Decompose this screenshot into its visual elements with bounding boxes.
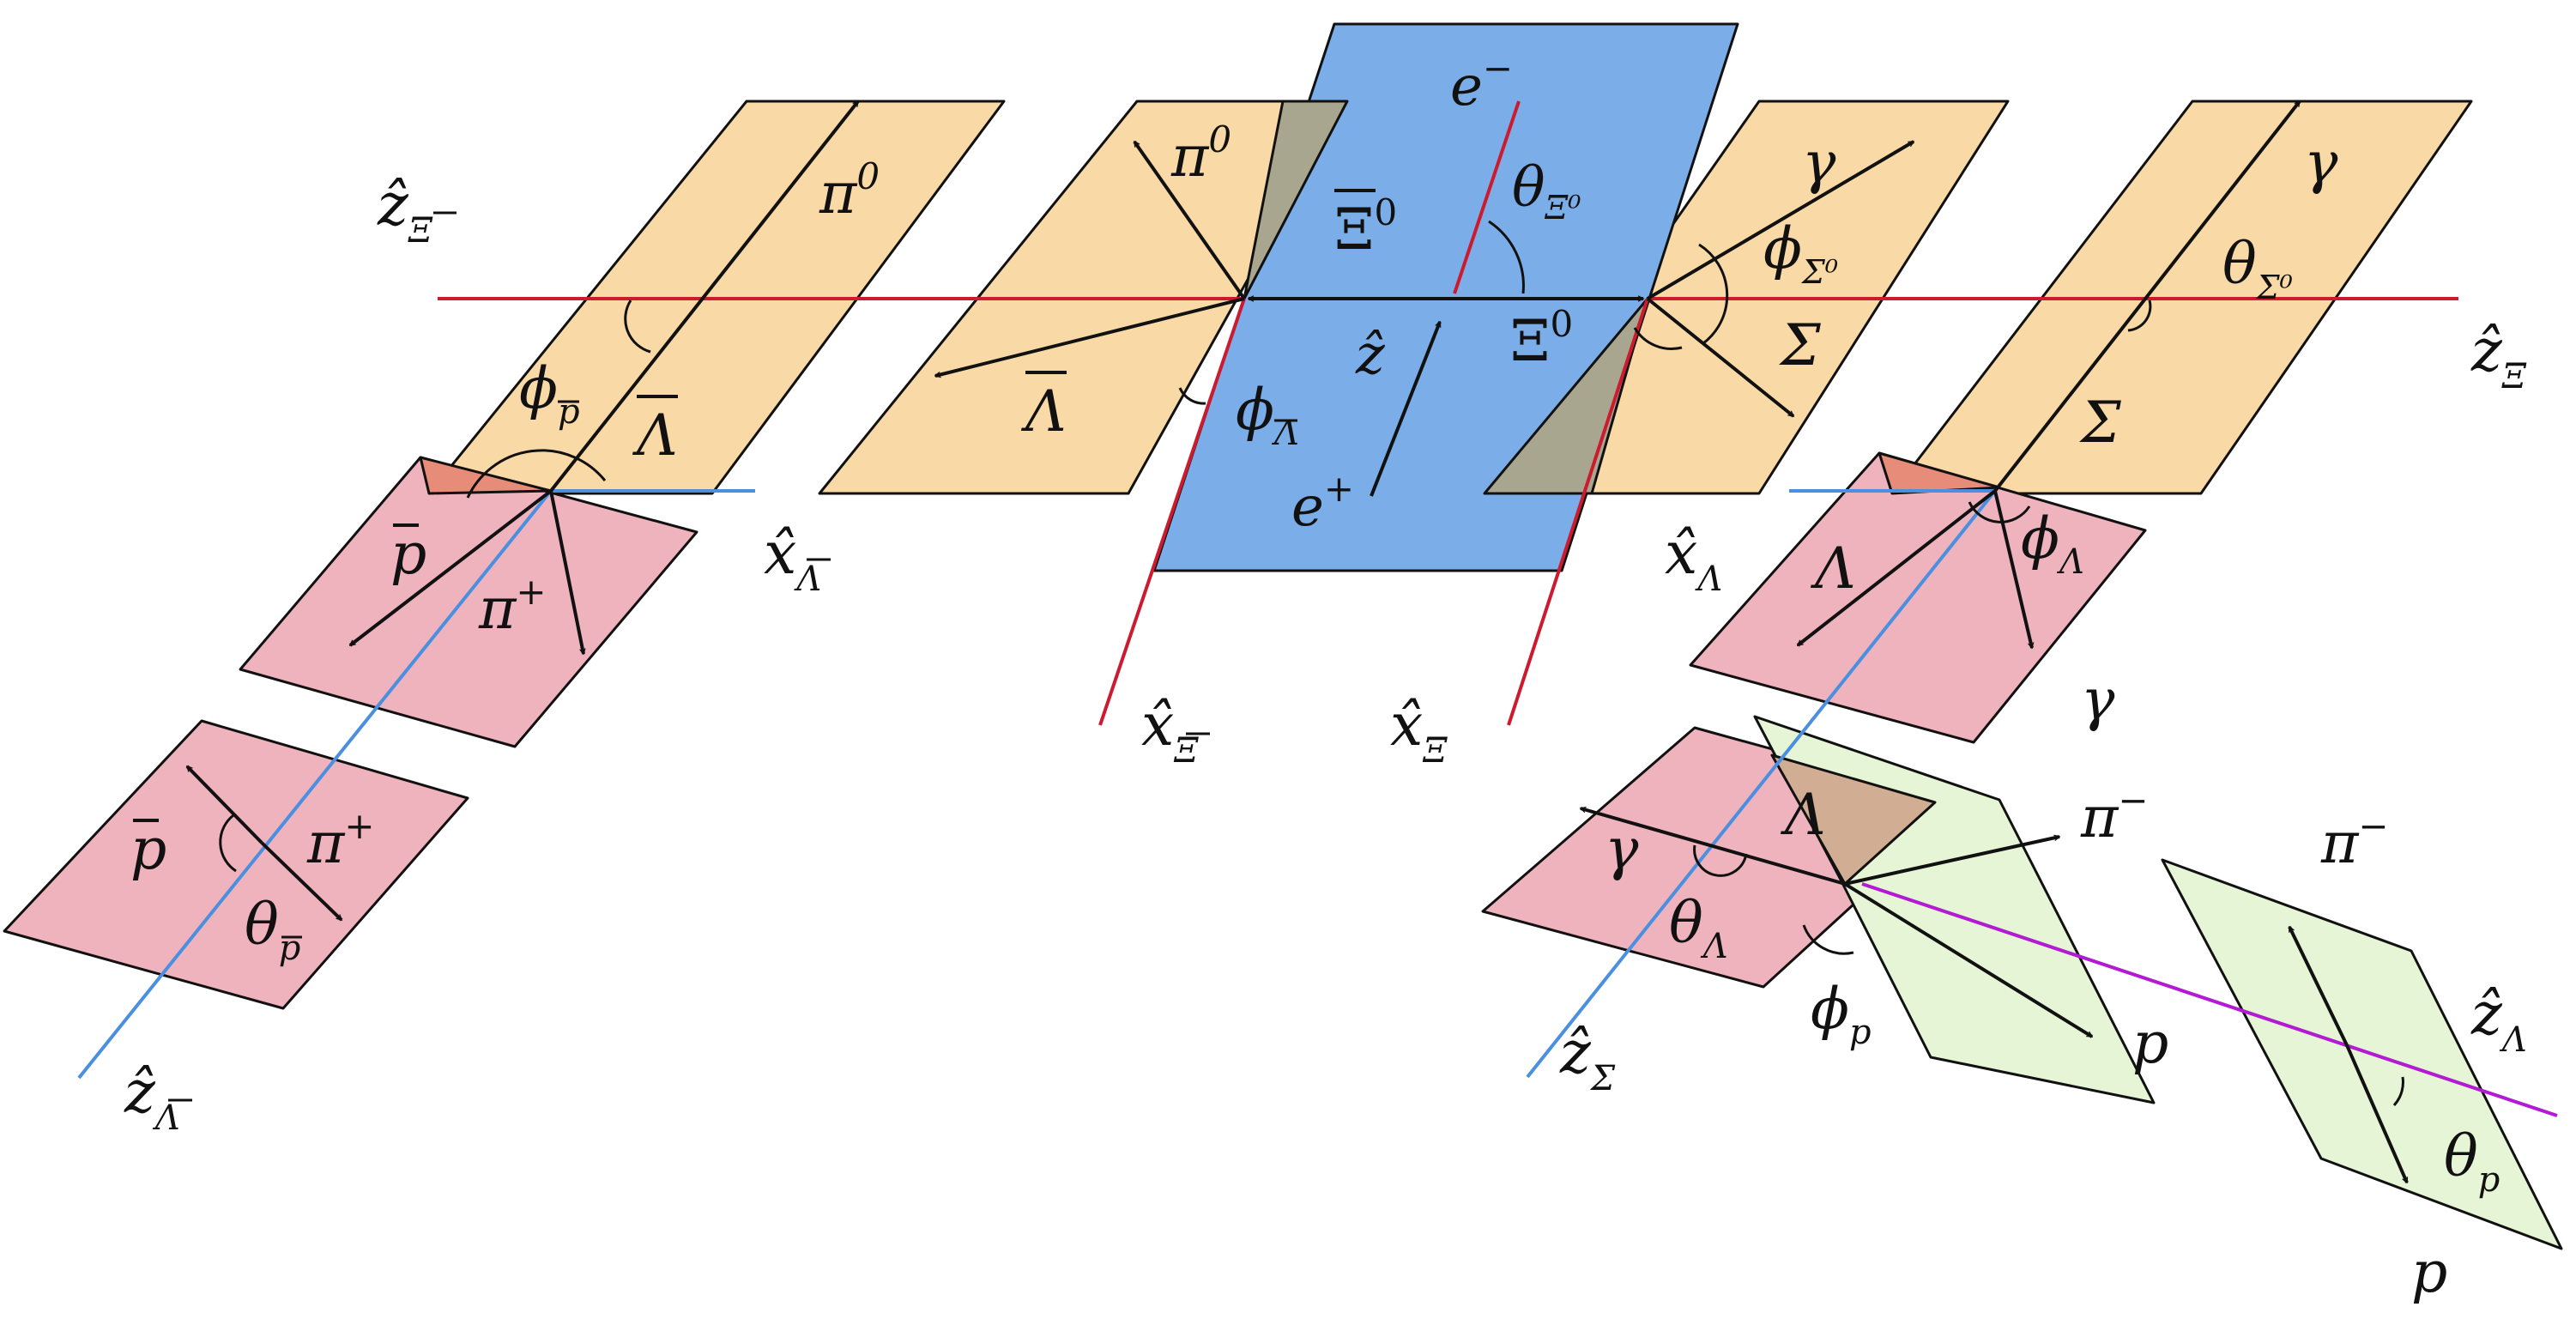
p-right-vector [2345,1044,2409,1183]
label-p-right: p [2411,1239,2447,1305]
piplus-lower-vector [260,841,343,922]
label-theta-pbar: θp [245,892,300,968]
lambda-pink-vector [1798,489,1997,647]
p-mid-vector [1843,882,2092,1038]
axes [77,100,2558,1117]
label-piplus-upper: π+ [478,571,547,642]
label-pi0-left: π0 [819,155,880,227]
label-zhat-xibar: ẑΞ [377,172,433,251]
x-xibar-axis [1098,298,1246,726]
z-lambda-axis [1861,882,2558,1117]
label-phi-p: ϕp [1811,976,1872,1052]
label-gamma-left: γ [1802,130,1836,196]
label-xi0: Ξ0 [1510,303,1573,374]
label-theta-p: θp [2444,1123,2500,1200]
label-theta-lambda: θΛ [1669,890,1728,966]
piminus-right-vector [2288,927,2349,1046]
label-pbar-upper: p [390,521,426,587]
label-zhat-lambda: ẑΛ [2470,981,2527,1060]
pbar-upper-vector [350,489,553,647]
label-gamma-pink: γ [2081,667,2115,733]
lambdabar-center-vector [935,297,1245,376]
theta-lambda-arc [1693,844,1748,877]
pbar-lower-vector [185,765,263,844]
overlap-triangle-green [1770,753,1937,886]
label-pi0-center: π0 [1170,118,1231,190]
label-lambda-pink: Λ [1810,535,1856,602]
phi-lambdabar-arc [1178,387,1206,405]
gamma-right-vector [1993,101,2301,493]
label-lambdabar-center: Λ [1020,378,1067,445]
overlap-triangle-center-left [1243,100,1349,300]
z-sigma-axis [1526,489,1997,1079]
phi-sigma0-inner-arc [1633,327,1683,350]
label-gamma-lower: γ [1605,816,1639,882]
theta-pbar-arc [219,814,237,873]
label-xhat-lambda: x̂Λ [1665,520,1722,599]
angle-arcs [219,220,2404,1107]
piplus-upper-vector [549,490,584,654]
label-gamma-right: γ [2304,130,2338,196]
label-sigma-left: Σ [1779,312,1821,378]
pink-plane-right [1689,451,2147,744]
label-xhat-xibar: x̂Ξ [1141,692,1199,771]
label-lambdabar-left: Λ [632,402,678,469]
label-e-minus: e− [1450,47,1513,118]
label-xhat-lambdabar: x̂Λ [764,520,821,599]
green-plane-right [2161,858,2563,1250]
label-zhat-sigma: ẑΣ [1559,1019,1616,1098]
gamma-pink-vector [1993,490,2032,648]
label-p-mid: p [2132,1010,2168,1076]
labels: e− e+ ẑ θΞ⁰ Ξ0 Ξ0 ẑΞ ẑΞ x̂Ξ x̂Ξ x̂Λ ẑΛ x… [124,47,2527,1305]
label-piminus-right: π− [2320,805,2389,876]
overlap-triangle-center-right [1483,297,1649,495]
label-phi-sigma0: ϕΣ⁰ [1763,215,1838,291]
label-phi-lambda: ϕΛ [2021,505,2084,582]
gamma-lower-vector [1581,808,1846,886]
label-zhat-lambdabar: ẑΛ [124,1059,180,1138]
pi0-center-vector [1133,142,1246,300]
label-theta-sigma0: θΣ⁰ [2222,231,2293,306]
label-lambda-lower: Λ [1780,782,1826,848]
theta-left-arc [624,299,651,354]
label-e-plus: e+ [1291,468,1354,539]
label-xhat-xi: x̂Ξ [1390,692,1448,771]
phi-pbar-arc [466,449,607,499]
sigma-left-vector [1646,297,1793,418]
e-minus-beam [1453,100,1521,294]
label-zhat-xi: ẑΞ [2470,318,2527,396]
piminus-mid-vector [1844,837,2059,886]
theta-xi0-arc [1488,220,1525,294]
pink-plane-upper-left [239,456,698,748]
pi0-left-vector [549,101,860,493]
label-pbar-lower: p [130,816,166,882]
phi-sigma0-arc [1698,243,1729,345]
label-sigma-right: Σ [2079,390,2121,456]
z-lambdabar-axis [77,489,553,1080]
phi-lambda-arc [1968,501,2031,523]
label-z-hat: ẑ [1355,324,1386,387]
label-phi-pbar: ϕp [519,355,580,432]
vectors [185,101,2409,1183]
gamma-left-vector [1646,140,1914,300]
e-plus-beam [1370,322,1442,497]
label-xi0-bar: Ξ0 [1334,191,1397,263]
pink-plane-lower-left [3,719,469,1010]
x-xi-axis [1507,298,1649,726]
theta-p-arc [2392,1076,2404,1107]
phi-p-arc [1802,924,1854,955]
label-piplus-lower: π+ [306,805,375,876]
label-theta-xi0: θΞ⁰ [1512,156,1581,227]
label-piminus-mid: π− [2080,779,2149,850]
theta-sigma0-arc [2127,299,2152,332]
